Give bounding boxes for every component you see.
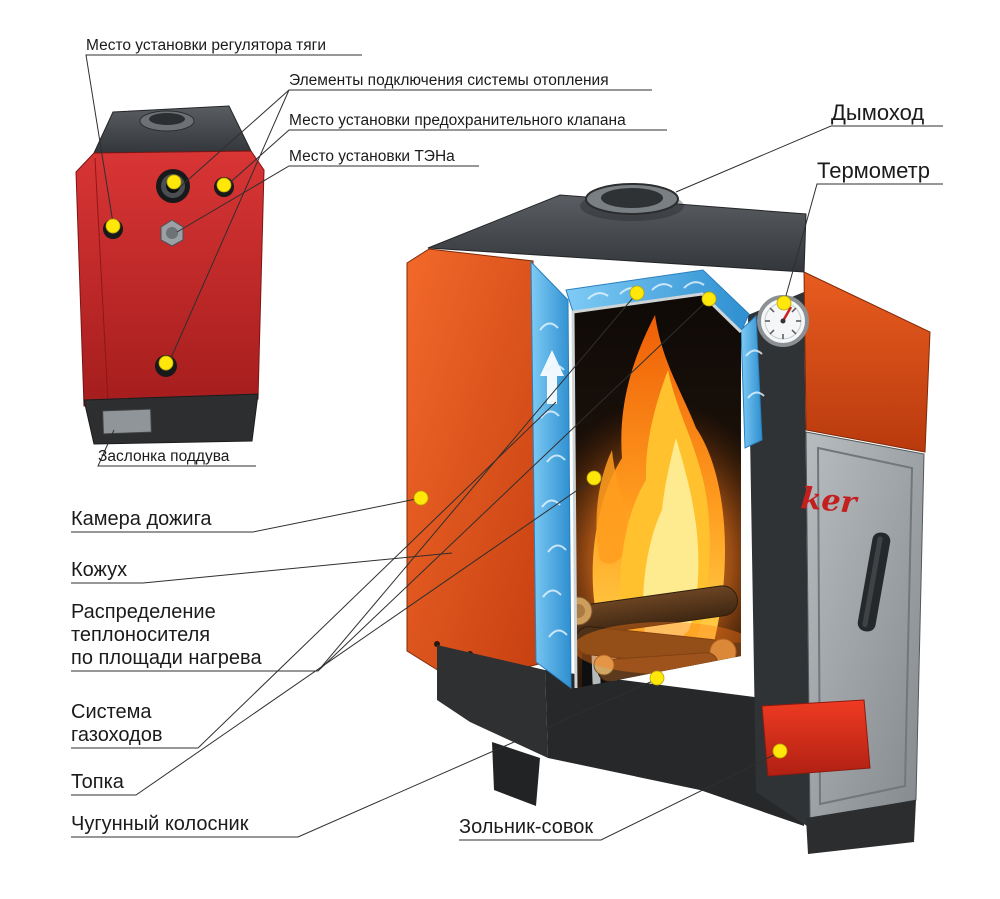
- leader-draft-regulator: [85, 54, 362, 224]
- stove-top-face: [427, 194, 807, 273]
- label-chimney: Дымоход: [831, 100, 925, 125]
- ash-drawer: [761, 699, 871, 777]
- label-casing: Кожух: [71, 559, 128, 581]
- door-handle: [857, 532, 891, 632]
- stove-left-foot: [492, 742, 540, 806]
- log-end-cap: [593, 654, 615, 676]
- label-heating-element: Место установки ТЭНа: [289, 148, 455, 165]
- leader-safety-valve: [224, 129, 667, 188]
- boiler-red-body: [75, 150, 265, 407]
- boiler-chimney-hole: [149, 113, 185, 125]
- marker-dot-afterburning-chamber: [413, 490, 429, 506]
- stove-door-inner-line: [816, 446, 914, 806]
- label-gas-duct-system: Система газоходов: [71, 701, 163, 746]
- stove-left-base: [437, 645, 548, 758]
- chimney-opening: [601, 188, 663, 208]
- water-waves: [539, 281, 765, 638]
- label-ash-pan: Зольник-совок: [459, 816, 594, 838]
- leader-grate: [71, 679, 656, 838]
- log-back: [573, 585, 738, 636]
- marker-dot-firebox: [586, 470, 602, 486]
- label-cast-iron-grate: Чугунный колосник: [71, 813, 249, 835]
- marker-dot-draft-regulator: [105, 218, 121, 234]
- label-afterburning-chamber: Камера дожига: [71, 508, 212, 530]
- leader-air-damper: [97, 429, 256, 467]
- marker-dot-thermometer: [776, 295, 792, 311]
- label-draft-regulator: Место установки регулятора тяги: [86, 37, 326, 54]
- leader-heating-connections: [170, 89, 652, 359]
- stove-right-casing: [803, 271, 931, 453]
- door-frame-strip: [748, 292, 810, 828]
- leader-coolant-distribution: [71, 292, 710, 672]
- brand-logo-text: ker: [799, 481, 860, 521]
- marker-dot-heating-connection: [166, 174, 182, 190]
- flame-side: [596, 450, 628, 564]
- leader-ash-pan: [459, 752, 779, 841]
- heating-element-hex-fitting: [160, 219, 184, 247]
- marker-dot-safety-valve: [216, 177, 232, 193]
- leader-heating-element: [176, 165, 479, 233]
- leader-thermometer: [783, 183, 943, 304]
- stove-left-casing: [406, 248, 540, 685]
- stove-illustration: ker: [406, 183, 931, 854]
- marker-dot-distribution-right: [701, 291, 717, 307]
- label-coolant-distribution: Распределение теплоносителя по площади н…: [71, 601, 262, 669]
- label-heating-connections: Элементы подключения системы отопления: [289, 72, 609, 89]
- boiler-crease: [94, 157, 109, 403]
- leader-afterburning-chamber: [71, 497, 422, 533]
- leader-gas-ducts: [71, 401, 557, 749]
- marker-dots: [105, 174, 792, 759]
- thermometer-needle: [781, 306, 793, 322]
- marker-dot-ash-pan: [772, 743, 788, 759]
- water-jacket-right: [740, 314, 763, 449]
- leader-chimney: [675, 125, 943, 193]
- leader-casing: [71, 552, 453, 584]
- small-boiler-illustration: [75, 105, 265, 445]
- ember-glow: [573, 622, 741, 674]
- label-air-damper: Заслонка поддува: [98, 448, 230, 465]
- stove-center-base: [545, 670, 808, 826]
- label-safety-valve: Место установки предохранительного клапа…: [289, 112, 626, 129]
- label-thermometer: Термометр: [817, 158, 930, 183]
- air-damper-flap: [102, 408, 152, 435]
- water-flow-arrow-icon: [540, 350, 564, 404]
- label-firebox: Топка: [71, 771, 124, 793]
- under-door-strip: [806, 800, 916, 854]
- log-end-ring: [573, 604, 585, 618]
- leader-firebox: [71, 479, 593, 796]
- water-jacket-left: [530, 260, 572, 690]
- leader-lines: [71, 54, 943, 841]
- marker-dot-lower-fitting: [158, 355, 174, 371]
- marker-dot-grate: [649, 670, 665, 686]
- marker-dot-distribution-left: [629, 285, 645, 301]
- firebox-inner-edge: [571, 292, 743, 689]
